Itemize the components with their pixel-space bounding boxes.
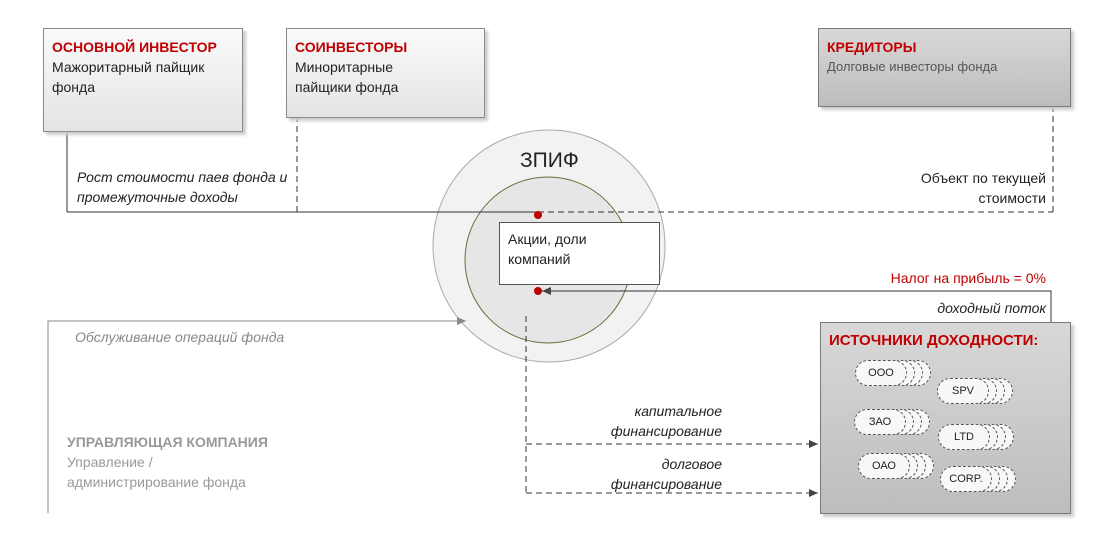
management-title: УПРАВЛЯЮЩАЯ КОМПАНИЯ [67,434,268,450]
assets-label: Акции, доли компаний [508,231,587,267]
source-chip: CORP. [940,466,1016,492]
management-box: УПРАВЛЯЮЩАЯ КОМПАНИЯ Управление / админи… [67,432,307,492]
main-investor-title: ОСНОВНОЙ ИНВЕСТОР [52,39,217,55]
assets-box: Акции, доли компаний [499,222,660,285]
creditors-title: КРЕДИТОРЫ [827,39,917,55]
collateral-label: Объект по текущей стоимости [920,170,1046,206]
tax-label: Налог на прибыль = 0% [890,270,1046,286]
source-chip: SPV [937,378,1013,404]
growth-label: Рост стоимости паев фонда и промежуточны… [77,169,288,205]
source-chip: ЗАО [854,409,930,435]
fund-title: ЗПИФ [520,149,579,172]
coinvestors-box: СОИНВЕСТОРЫ Миноритарные пайщики фонда [286,28,485,118]
sources-title: ИСТОЧНИКИ ДОХОДНОСТИ: [829,332,1039,349]
connection-dot [534,287,542,295]
debt-label: долговое финансирование [610,456,722,492]
service-label: Обслуживание операций фонда [75,329,285,345]
creditors-box: КРЕДИТОРЫ Долговые инвесторы фонда [818,28,1071,107]
coinvestors-title: СОИНВЕСТОРЫ [295,39,408,55]
management-desc: Управление / администрирование фонда [67,454,246,490]
main-investor-desc: Мажоритарный пайщик фонда [52,59,205,95]
main-investor-box: ОСНОВНОЙ ИНВЕСТОР Мажоритарный пайщик фо… [43,28,243,132]
capital-label: капитальное финансирование [610,403,722,439]
connection-dot [534,211,542,219]
source-chip: LTD [938,424,1014,450]
source-chip: ОАО [858,453,934,479]
coinvestors-desc: Миноритарные пайщики фонда [295,59,399,95]
source-chip: ООО [855,360,931,386]
creditors-desc: Долговые инвесторы фонда [827,59,998,74]
income-label: доходный поток [937,300,1046,316]
